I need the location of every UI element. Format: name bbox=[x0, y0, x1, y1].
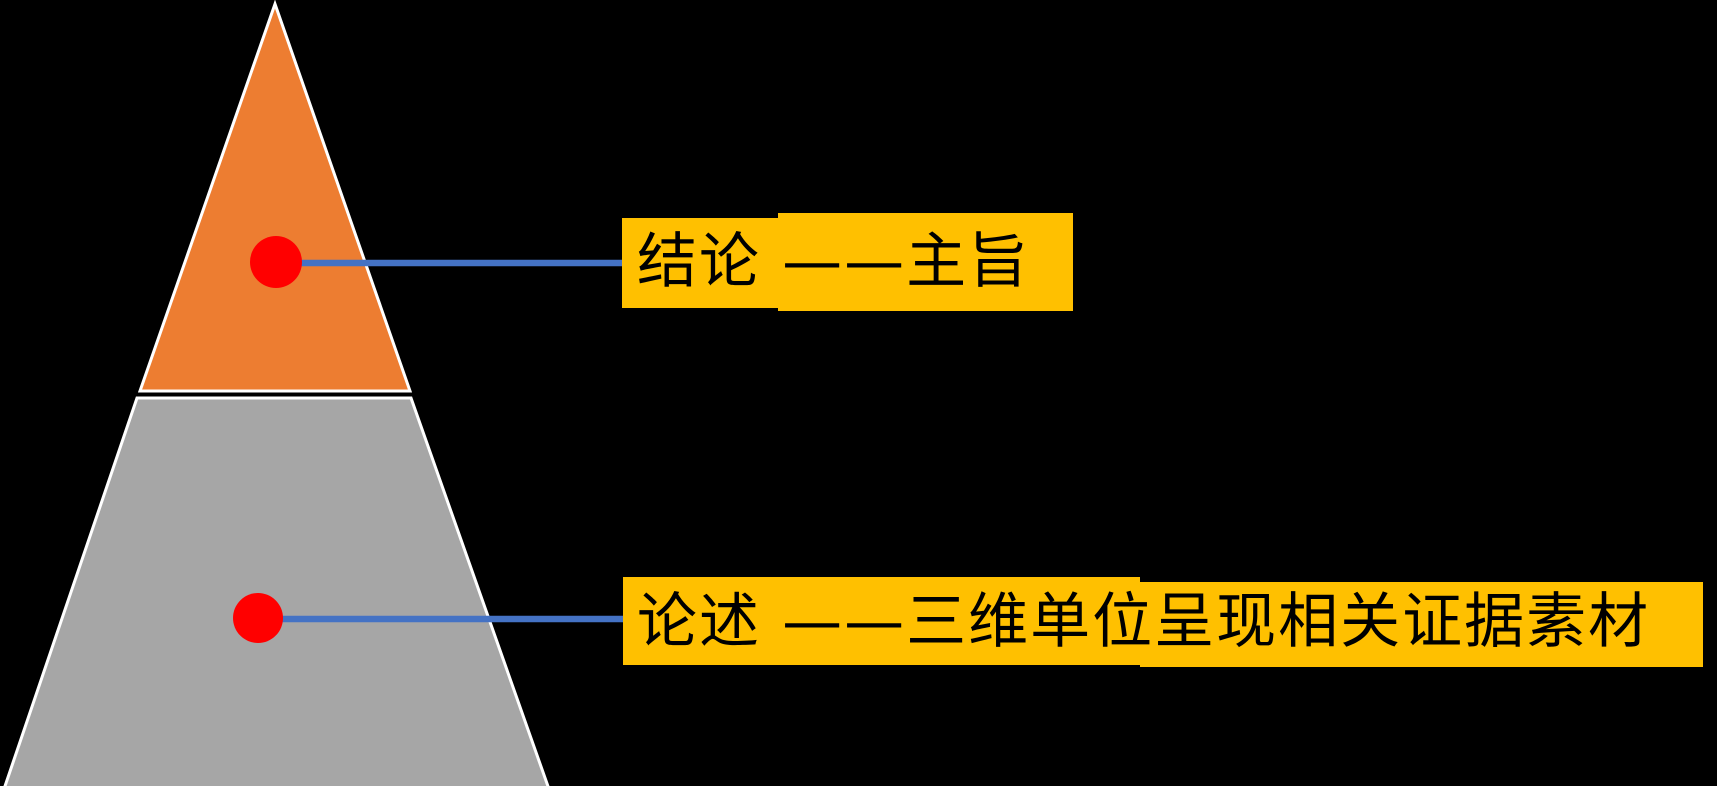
marker-dot-bottom bbox=[233, 593, 283, 643]
callout-bottom-highlight-left bbox=[623, 577, 1140, 665]
marker-dot-top bbox=[250, 236, 302, 288]
callout-bottom-label: 论述 ——三维单位呈现相关证据素材 bbox=[637, 586, 1651, 657]
pyramid-top-section bbox=[137, 0, 413, 393]
callout-top-highlight-right bbox=[778, 213, 1073, 311]
callout-bottom-highlight-right bbox=[1140, 582, 1703, 667]
callout-top-label: 结论 ——主旨 bbox=[637, 227, 1031, 297]
pyramid-bottom-section bbox=[3, 396, 550, 786]
callout-top-highlight-left bbox=[622, 218, 780, 308]
